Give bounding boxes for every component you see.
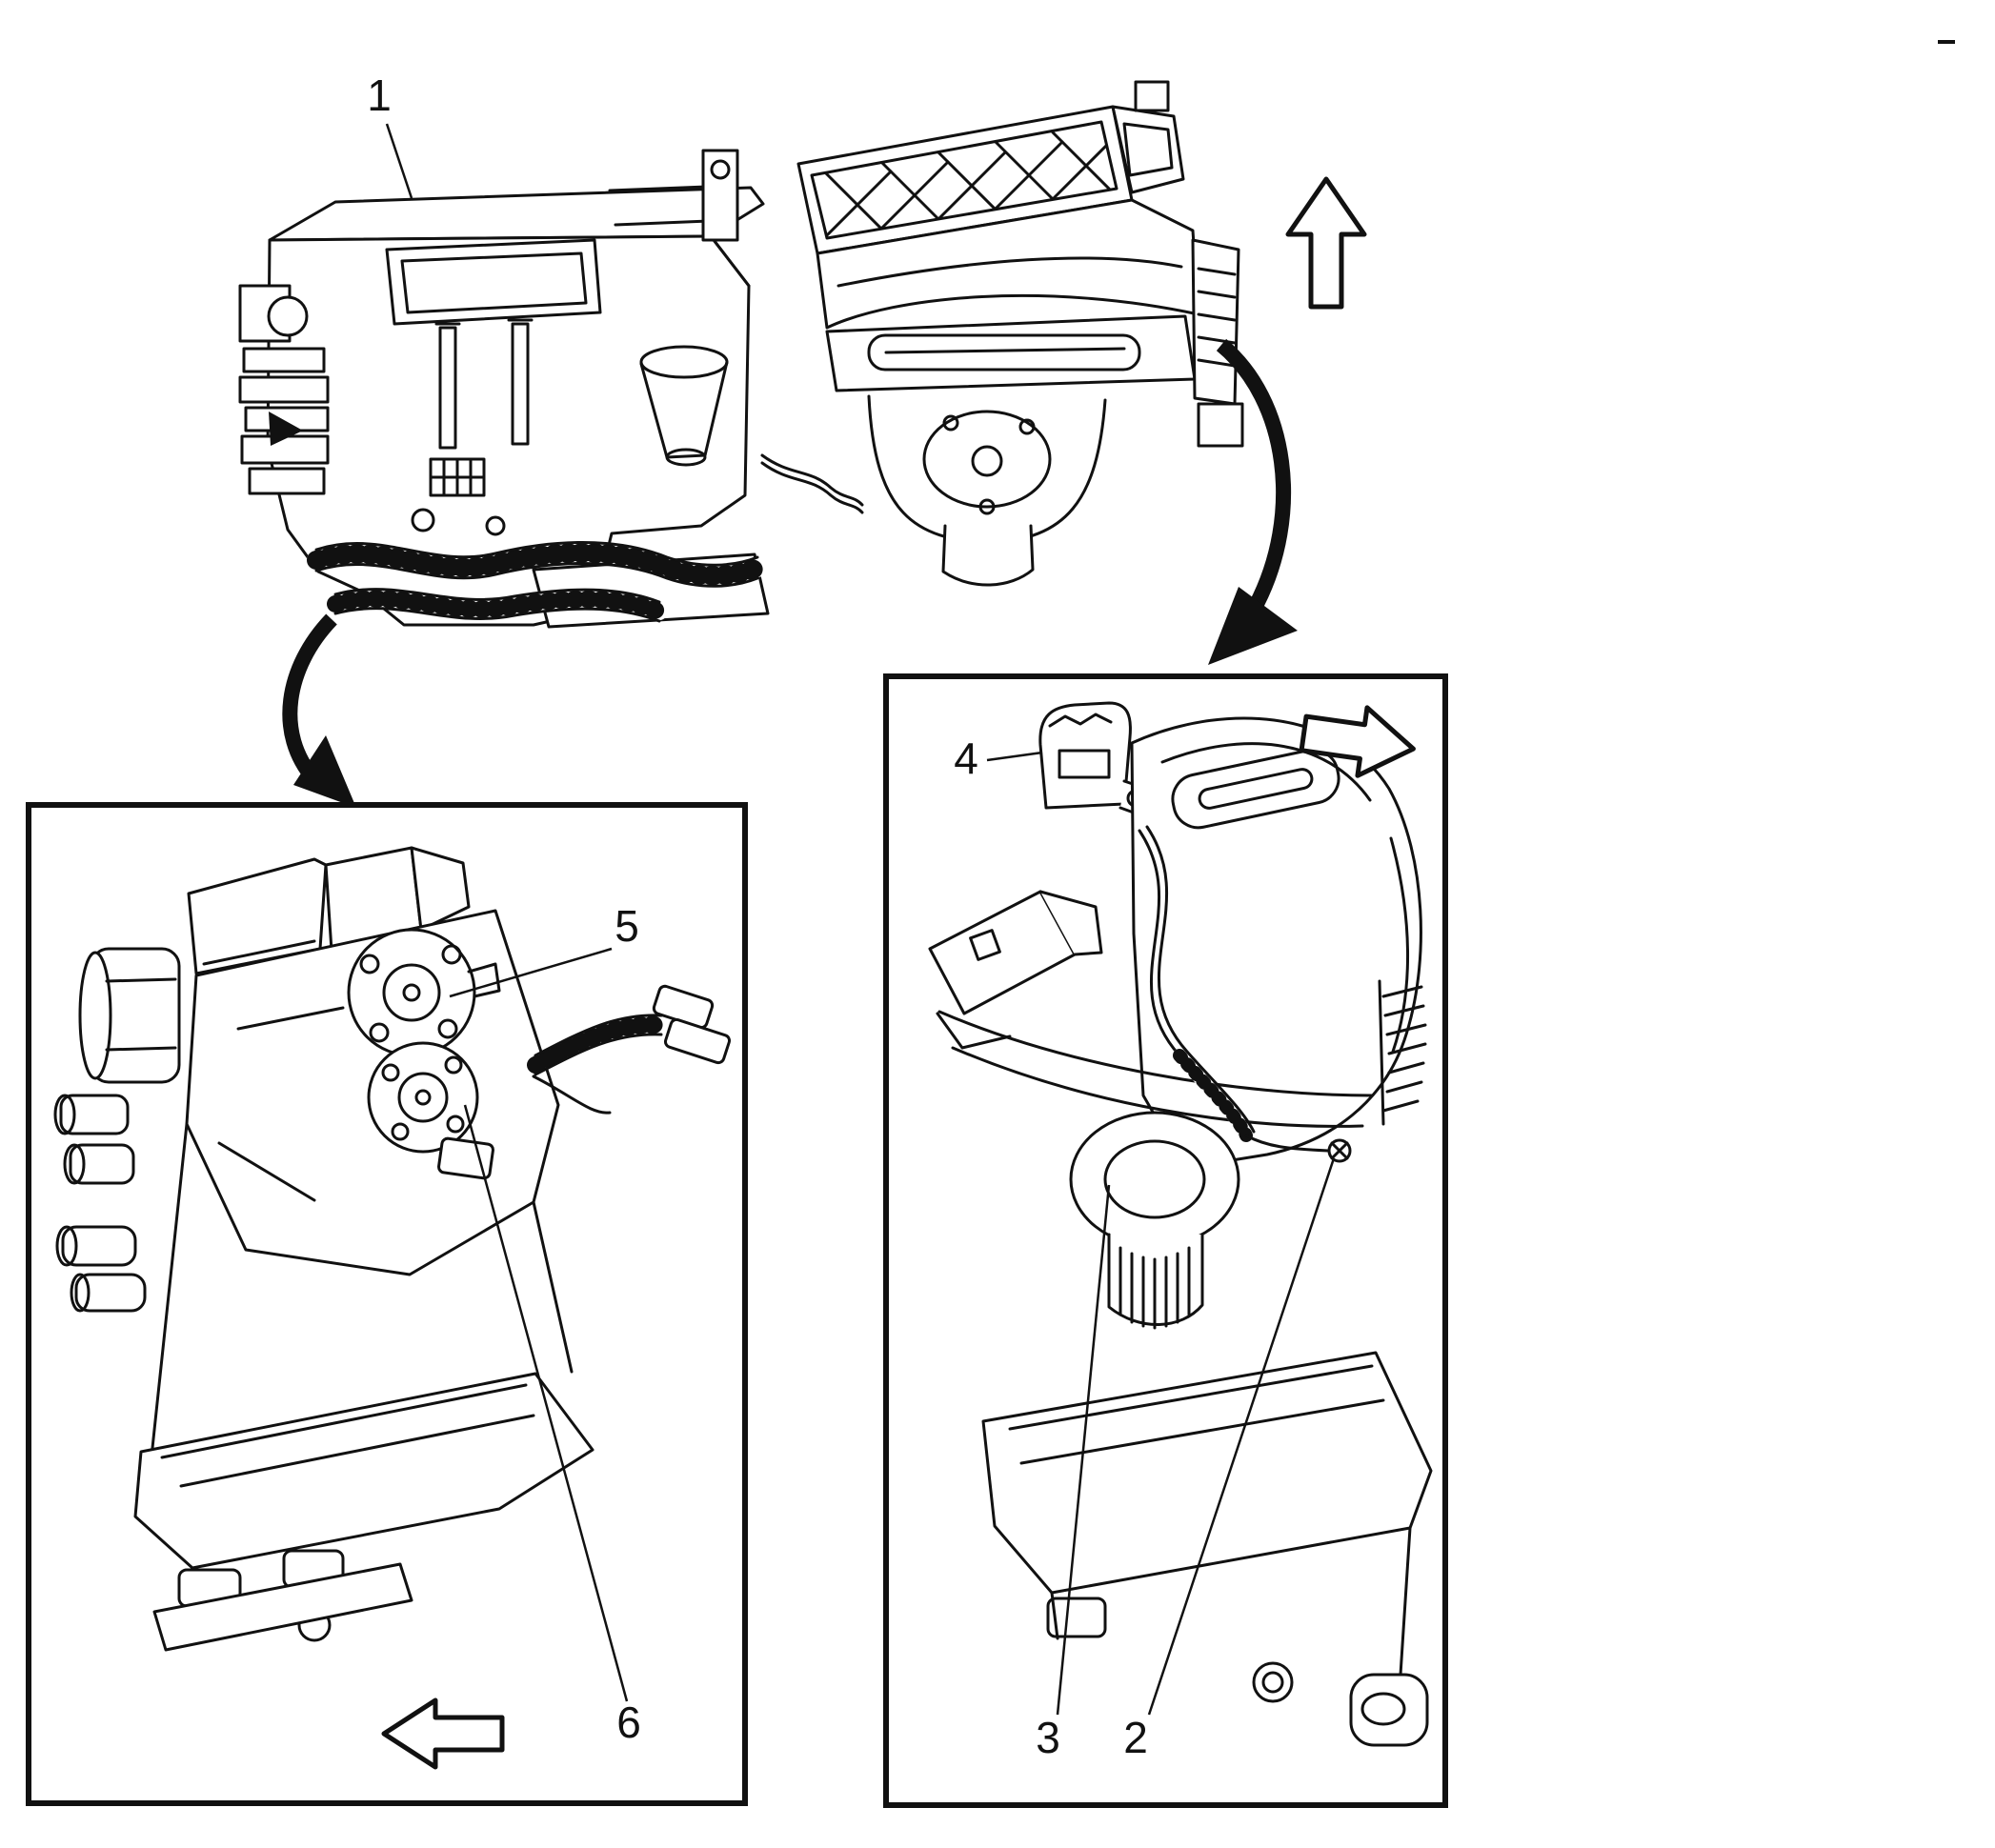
air-inlet-unit	[760, 80, 1244, 587]
heater-case	[238, 185, 770, 629]
curved-arrow-to-right-inset-icon	[1208, 338, 1298, 665]
left-inset-illustration	[53, 846, 732, 1770]
case-window	[385, 238, 602, 326]
callout-2-leader	[1147, 1157, 1336, 1716]
callout-1-leader	[385, 123, 413, 199]
callout-3: 3	[1036, 1713, 1060, 1762]
callout-3-leader	[1056, 1184, 1111, 1716]
blower-motor	[1069, 1111, 1240, 1330]
case-slats	[434, 318, 534, 450]
callout-4-leader	[986, 751, 1043, 762]
left-inset-border	[26, 802, 748, 1806]
block-arrow-left-icon	[381, 1697, 505, 1770]
block-arrow-right-icon	[1299, 705, 1416, 778]
small-pointer	[269, 412, 303, 446]
upper-panels	[187, 846, 471, 975]
wiring-harness	[527, 984, 732, 1115]
fastener-screw	[1327, 1138, 1352, 1163]
block-arrow-up-icon	[1285, 176, 1367, 310]
unit-wires	[760, 453, 864, 514]
left-actuator-stack	[238, 284, 330, 495]
curved-arrow-to-left-inset-icon	[282, 613, 356, 808]
actuator-motor-lower	[367, 1041, 494, 1180]
inlet-housing	[1130, 716, 1427, 1170]
inset-wires	[1138, 825, 1330, 1153]
lattice-grille	[796, 105, 1134, 255]
main-assembly-illustration	[238, 80, 1244, 629]
callout-6-leader	[463, 1104, 629, 1702]
vacuum-tank	[53, 947, 181, 1313]
callout-5-leader	[449, 947, 613, 998]
funnel-outlet	[639, 345, 729, 467]
inlet-tray	[825, 314, 1197, 392]
corrugated-hoses	[307, 541, 767, 623]
callout-6: 6	[616, 1697, 641, 1747]
right-inset-border	[883, 673, 1448, 1808]
lower-tray	[133, 1122, 594, 1652]
callout-2: 2	[1123, 1713, 1148, 1762]
callout-1: 1	[367, 70, 392, 120]
callout-4: 4	[954, 733, 978, 783]
center-tower	[701, 149, 739, 242]
top-connector	[1111, 80, 1185, 194]
callout-5: 5	[615, 901, 639, 951]
mount-bracket	[928, 890, 1374, 1128]
blower-dome	[867, 394, 1107, 587]
duct-scoop	[816, 198, 1200, 330]
connector-block	[429, 457, 486, 497]
right-inset-illustration	[928, 701, 1433, 1747]
inset-lower-tray	[981, 1351, 1433, 1747]
right-bracket	[1191, 238, 1244, 448]
